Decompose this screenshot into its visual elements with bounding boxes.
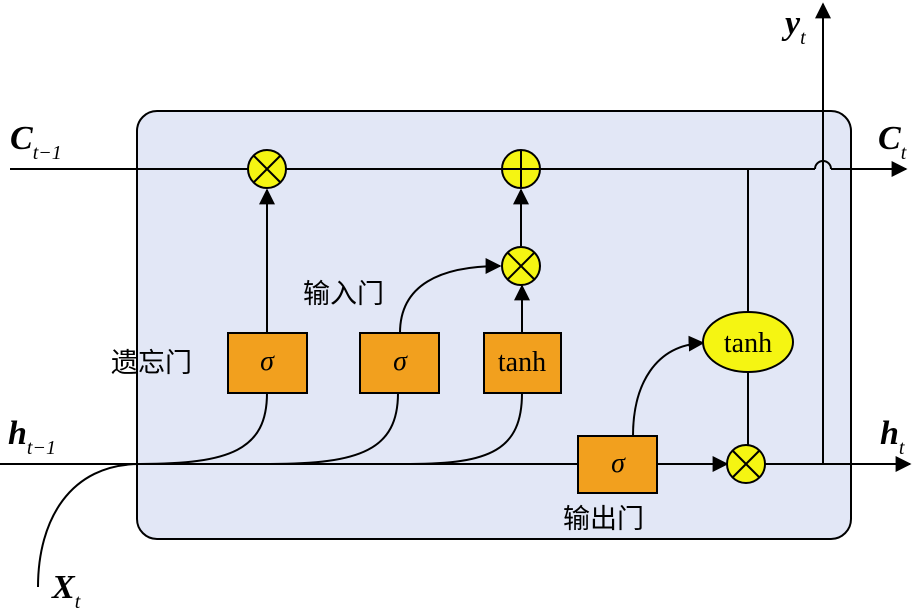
cell-add-op bbox=[501, 149, 541, 189]
candidate-symbol: tanh bbox=[498, 347, 546, 378]
output-multiply-op bbox=[726, 444, 766, 484]
y-out-label: yt bbox=[781, 5, 806, 49]
x-input-curve bbox=[37, 463, 141, 588]
input-gate-label: 输入门 bbox=[303, 279, 384, 310]
input-gate-symbol: σ bbox=[393, 346, 408, 377]
c-next-label: Ct bbox=[878, 120, 907, 164]
candidate-input-curve bbox=[409, 392, 523, 465]
output-gate-to-tanh-curve bbox=[632, 335, 705, 437]
c-prev-label: Ct−1 bbox=[10, 120, 62, 164]
forget-multiply-op bbox=[247, 149, 287, 189]
x-in-label: Xt bbox=[51, 569, 81, 613]
lstm-cell-body bbox=[136, 110, 852, 540]
output-gate-symbol: σ bbox=[611, 448, 626, 479]
output-gate-label: 输出门 bbox=[563, 504, 644, 535]
candidate-box bbox=[483, 332, 562, 394]
input-gate-input-curve bbox=[269, 392, 399, 465]
forget-gate-input-curve bbox=[139, 392, 268, 465]
h-next-label: ht bbox=[880, 415, 905, 459]
cell-tanh-ellipse bbox=[702, 311, 794, 373]
cell-tanh-symbol: tanh bbox=[724, 328, 772, 359]
input-multiply-op bbox=[501, 246, 541, 286]
h-prev-label: ht−1 bbox=[8, 415, 56, 459]
forget-gate-label: 遗忘门 bbox=[111, 348, 192, 379]
forget-gate-box bbox=[227, 332, 308, 394]
forget-gate-symbol: σ bbox=[260, 346, 275, 377]
input-gate-to-mult-curve bbox=[399, 258, 502, 334]
output-gate-box bbox=[577, 435, 658, 494]
input-gate-box bbox=[359, 332, 440, 394]
